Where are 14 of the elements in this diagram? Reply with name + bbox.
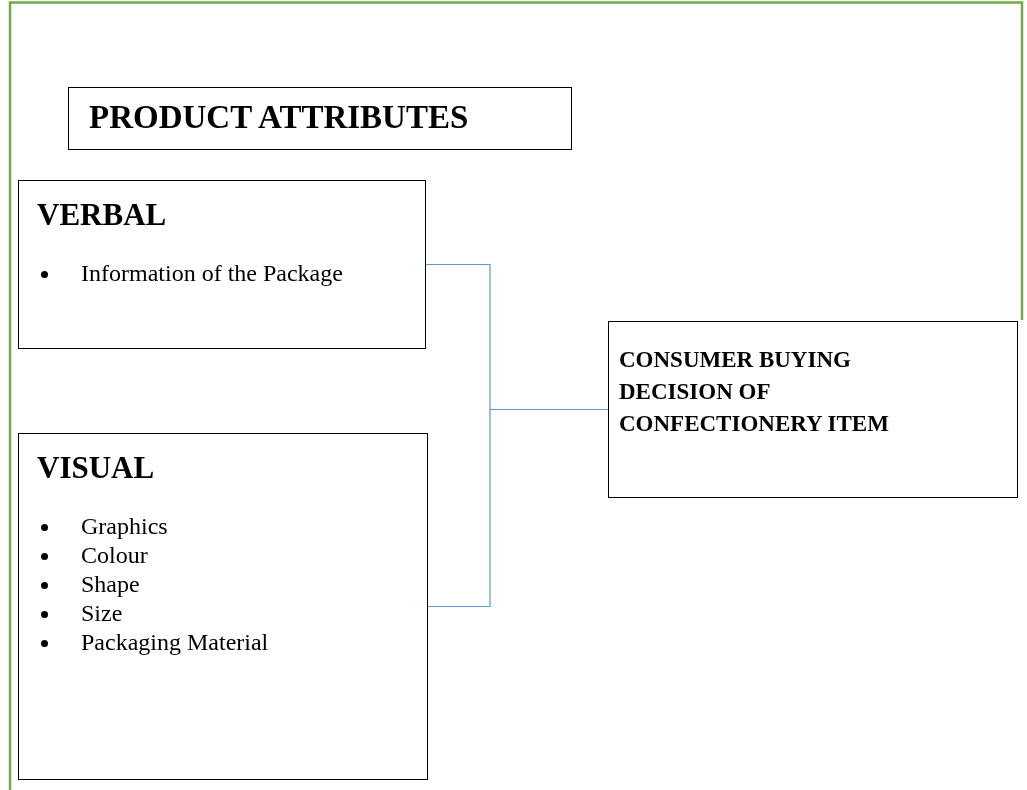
text-box xyxy=(18,433,428,780)
heading: CONSUMER BUYING DECISION OF CONFECTIONERY ITEM xyxy=(619,346,890,438)
heading: VISUAL xyxy=(37,450,155,486)
text-box xyxy=(18,180,426,349)
bullet-item: Colour xyxy=(19,541,389,570)
bullet-item: Shape xyxy=(19,570,389,599)
heading: VERBAL xyxy=(37,197,167,233)
bullet-item: Packaging Material xyxy=(19,628,389,657)
bullet-item: Information of the Package xyxy=(19,259,387,288)
heading: PRODUCT ATTRIBUTES xyxy=(89,99,469,136)
bullet-item: Size xyxy=(19,599,389,628)
bullet-item: Graphics xyxy=(19,512,389,541)
text-box xyxy=(608,321,1018,498)
text-box xyxy=(68,87,572,150)
